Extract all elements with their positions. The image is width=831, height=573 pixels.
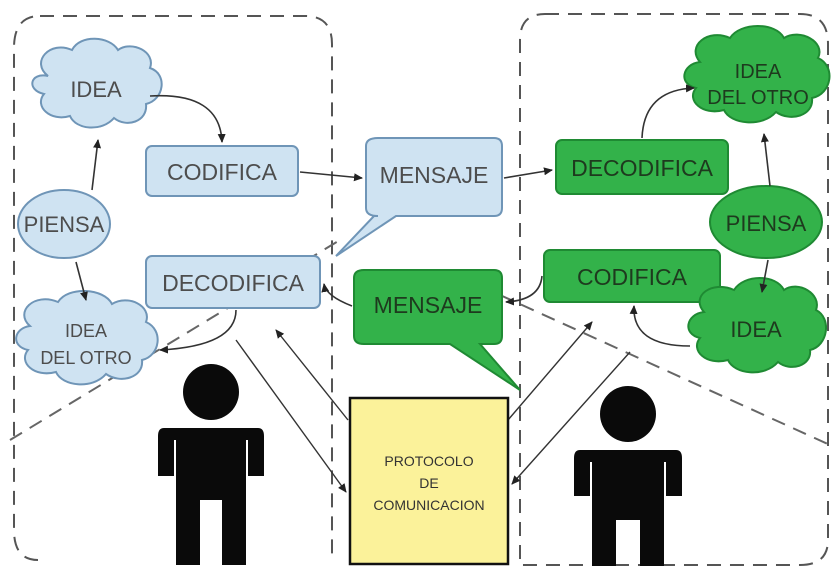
protocol-line2: DE (419, 475, 438, 491)
receiver-decodifica-box: DECODIFICA (555, 139, 729, 195)
sender-idea-cloud: IDEA (31, 37, 163, 129)
receiver-idea-otro-line2: DEL OTRO (707, 87, 809, 109)
sender-idea-otro-cloud: IDEA DEL OTRO (15, 289, 159, 386)
sender-decodifica-label: DECODIFICA (162, 270, 305, 296)
receiver-piensa-label: PIENSA (726, 211, 807, 236)
box-shape (555, 139, 729, 195)
arrow-idea-to-codifica (629, 305, 691, 347)
arrow-piensa-to-idea-otro (75, 261, 88, 301)
receiver-connectors (629, 84, 771, 347)
sender-decodifica-box: DECODIFICA (145, 255, 321, 309)
sender-idea-otro-line2: DEL OTRO (40, 348, 131, 368)
arrow-protocol-to-sender-decodifica (275, 329, 349, 421)
incoming-mensaje-label: MENSAJE (374, 292, 483, 318)
outgoing-mensaje-label: MENSAJE (380, 162, 489, 188)
sender-region-border (13, 15, 333, 561)
arrow-sender-to-protocol (235, 339, 347, 493)
sender-person-icon (158, 364, 264, 565)
person-body (574, 450, 682, 566)
receiver-codifica-label: CODIFICA (577, 264, 688, 290)
receiver-idea-label: IDEA (730, 317, 782, 342)
sender-codifica-label: CODIFICA (167, 159, 278, 185)
sender-idea-label: IDEA (70, 77, 122, 102)
protocol-connectors (235, 321, 631, 493)
cloud-shape (31, 37, 163, 129)
sender-piensa-label: PIENSA (24, 212, 105, 237)
bubble-shape (353, 269, 521, 391)
person-head (183, 364, 239, 420)
arrow-protocol-to-receiver (507, 321, 593, 421)
arrow-piensa-to-idea (91, 139, 102, 191)
arrow-decodifica-to-idea-otro (159, 309, 237, 354)
person-body (158, 428, 264, 565)
arrow-decodifica-to-idea-otro (641, 84, 695, 139)
sender-codifica-box: CODIFICA (145, 145, 299, 197)
receiver-person-icon (574, 386, 682, 566)
sender-region (13, 15, 333, 561)
sender-connectors (75, 94, 237, 354)
receiver-region (519, 13, 829, 566)
receiver-region-border (519, 13, 829, 566)
box-shape (145, 145, 299, 197)
protocol-box: PROTOCOLO DE COMUNICACION (348, 396, 510, 566)
arrow-mensaje-to-decodifica (503, 167, 553, 179)
divider-line-right (499, 294, 831, 446)
receiver-idea-cloud: IDEA (687, 277, 828, 374)
box-shape (348, 396, 510, 566)
arrow-piensa-to-idea (759, 259, 769, 293)
arrow-receiver-to-protocol (511, 351, 631, 485)
person-head (600, 386, 656, 442)
divider-line-left (9, 239, 341, 441)
receiver-idea-otro-line1: IDEA (735, 61, 782, 83)
cloud-shape (683, 25, 831, 124)
arrow-piensa-to-idea-otro (760, 133, 771, 187)
protocol-line3: COMUNICACION (373, 497, 484, 513)
arrow-mensaje-to-decodifica-in (321, 283, 353, 307)
ellipse-shape (709, 185, 823, 259)
receiver-codifica-box: CODIFICA (543, 249, 721, 303)
sender-piensa-ellipse: PIENSA (17, 189, 111, 259)
receiver-decodifica-label: DECODIFICA (571, 155, 714, 181)
box-shape (145, 255, 321, 309)
arrow-idea-to-codifica (149, 94, 226, 143)
incoming-mensaje-bubble: MENSAJE (353, 269, 521, 391)
arrow-codifica-to-mensaje-in (505, 275, 543, 306)
message-flow-connectors (299, 167, 553, 307)
outgoing-mensaje-bubble: MENSAJE (335, 137, 503, 257)
cloud-shape (687, 277, 828, 374)
cloud-shape (15, 289, 159, 386)
ellipse-shape (17, 189, 111, 259)
sender-idea-otro-line1: IDEA (65, 321, 107, 341)
receiver-idea-otro-cloud: IDEA DEL OTRO (683, 25, 831, 124)
protocol-line1: PROTOCOLO (384, 453, 473, 469)
bubble-shape (335, 137, 503, 257)
arrow-codifica-to-mensaje (299, 171, 363, 182)
box-shape (543, 249, 721, 303)
divider-lines (9, 239, 831, 446)
receiver-piensa-ellipse: PIENSA (709, 185, 823, 259)
